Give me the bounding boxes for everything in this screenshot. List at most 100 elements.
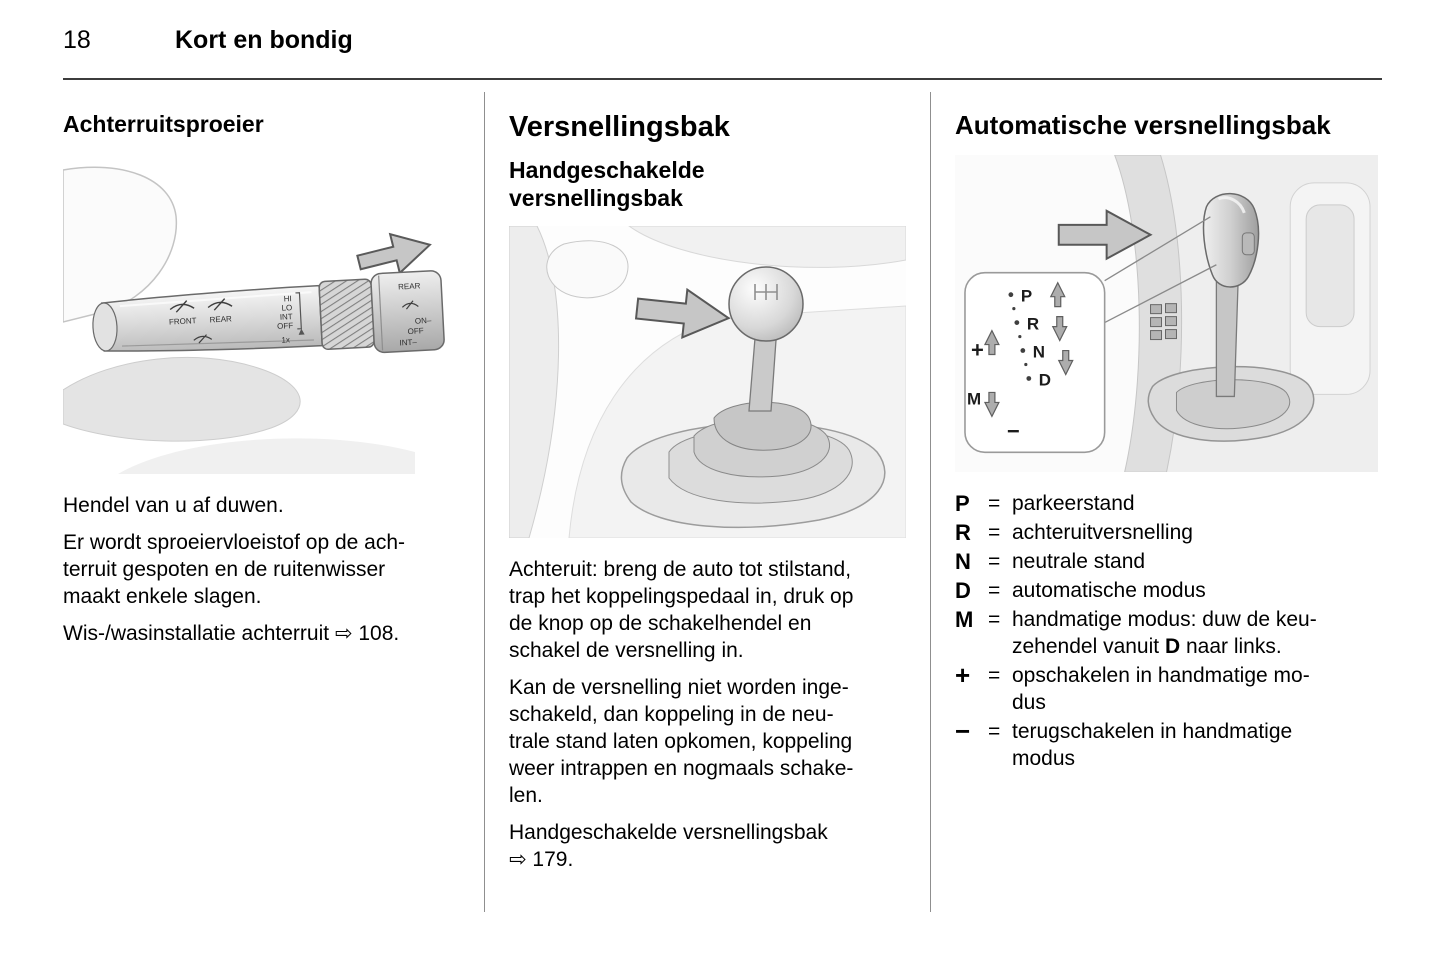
- column-manual-gearbox: Versnellingsbak Handgeschakelde versnell…: [509, 90, 906, 873]
- gate-p-label: P: [1021, 287, 1032, 306]
- equals-sign: =: [988, 608, 1001, 632]
- rear-washer-paragraph: Er wordt sproeiervloeistof op de ach- te…: [63, 531, 405, 608]
- equals-sign: =: [988, 664, 1001, 688]
- manual-gearshift-illustration: [509, 226, 906, 538]
- equals-sign: =: [988, 521, 1001, 545]
- rear-washer-reference: Wis-/wasinstallatie achterruit ⇨ 108.: [63, 622, 400, 645]
- door-pull-shape: [546, 240, 629, 299]
- legend-symbol: +: [955, 660, 971, 691]
- endcap-int-label: INT–: [399, 338, 417, 348]
- push-direction-arrow-icon: [356, 232, 432, 275]
- automatic-gearshift-figure: P R N D + M −: [955, 155, 1378, 473]
- endcap-on-label: ON–: [415, 316, 432, 326]
- header-rule: [63, 78, 1382, 80]
- column-divider: [930, 92, 931, 912]
- wiper-stalk-illustration: FRONT REAR HI LO INT OFF 1x: [63, 152, 460, 474]
- legend-symbol: P: [955, 491, 970, 517]
- speed-off-label: OFF: [277, 321, 294, 331]
- automatic-gear-legend: P = parkeerstand R = achteruitversnelling N =…: [955, 490, 1378, 772]
- legend-text-part: naar links.: [1180, 635, 1282, 659]
- legend-text: terugschakelen in handmatige modus: [1012, 720, 1293, 771]
- selector-base: [1147, 366, 1315, 442]
- gate-m-label: M: [967, 389, 981, 408]
- column-divider: [484, 92, 485, 912]
- automatic-gearbox-heading: Automatische versnellingsbak: [955, 110, 1331, 140]
- lower-trim-shape: [118, 438, 415, 474]
- gate-arrows: [983, 281, 1074, 418]
- washer-icon: [193, 334, 213, 344]
- wiper-stalk-figure: FRONT REAR HI LO INT OFF 1x: [63, 166, 445, 474]
- wiper-rear-icon: [207, 298, 233, 311]
- push-direction-arrow-icon: [634, 287, 731, 340]
- legend-item-d: D = automatische modus: [955, 577, 1378, 604]
- gate-r-label: R: [1027, 315, 1039, 334]
- gate-callout: P R N D + M −: [964, 271, 1106, 454]
- legend-text-bold: D: [1164, 635, 1181, 659]
- gear-knob: [728, 266, 804, 342]
- speed-hi-label: HI: [284, 294, 292, 303]
- speed-int-label: INT: [280, 312, 293, 322]
- legend-symbol: D: [955, 578, 971, 604]
- knob-side-button: [1241, 232, 1255, 256]
- console-top-opening: [628, 226, 906, 268]
- stalk-endcap: REAR ON– OFF INT–: [370, 270, 445, 354]
- rotary-collar: [318, 278, 375, 351]
- legend-symbol: N: [955, 549, 971, 575]
- endcap-washer-icon: [401, 300, 419, 310]
- legend-symbol: M: [955, 607, 974, 633]
- page-header: 18 Kort en bondig: [63, 24, 1382, 56]
- speed-lo-label: LO: [281, 303, 292, 313]
- legend-item-minus: −= terugschakelen in handmatige modus: [955, 718, 1378, 772]
- front-label: FRONT: [169, 316, 197, 326]
- push-direction-arrow-icon: [1057, 209, 1153, 261]
- selector-lever-stem: [1215, 274, 1240, 398]
- dashboard-shape: [63, 356, 301, 442]
- manual-gearbox-subheading: Handgeschakelde versnellingsbak: [509, 157, 705, 211]
- legend-symbol: −: [955, 716, 971, 747]
- gearbox-heading: Versnellingsbak: [509, 111, 730, 143]
- legend-item-r: R = achteruitversnelling: [955, 519, 1378, 546]
- legend-text: opschakelen in handmatige mo- dus: [1012, 664, 1310, 715]
- equals-sign: =: [988, 550, 1001, 574]
- page-number: 18: [63, 26, 91, 54]
- column-rear-washer: Achterruitsproeier: [63, 90, 460, 647]
- manual-gearbox-reference: Handgeschakelde versnellingsbak ⇨ 179.: [509, 821, 828, 871]
- legend-item-m: M = handmatige modus: duw de keu- zehendel…: [955, 606, 1378, 660]
- manual-gearshift-figure: [509, 226, 906, 538]
- wiper-front-icon: [169, 300, 195, 313]
- legend-item-p: P = parkeerstand: [955, 490, 1378, 517]
- legend-text: achteruitversnelling: [1012, 521, 1193, 545]
- legend-text: parkeerstand: [1012, 492, 1135, 516]
- equals-sign: =: [988, 720, 1001, 744]
- gate-dots: [1008, 292, 1032, 381]
- speed-bracket-arrow: [298, 328, 305, 335]
- side-panel-inner: [1305, 204, 1355, 328]
- once-label: 1x: [281, 335, 290, 344]
- speed-bracket: [295, 292, 302, 330]
- chapter-title: Kort en bondig: [175, 26, 353, 54]
- legend-symbol: R: [955, 520, 971, 546]
- rear-washer-heading: Achterruitsproeier: [63, 111, 264, 137]
- gate-d-label: D: [1039, 370, 1051, 389]
- equals-sign: =: [988, 579, 1001, 603]
- legend-text: neutrale stand: [1012, 550, 1146, 574]
- endcap-off-label: OFF: [407, 326, 424, 336]
- legend-text: automatische modus: [1012, 579, 1206, 603]
- content-columns: Achterruitsproeier: [63, 90, 1382, 912]
- endcap-rear-label: REAR: [398, 281, 421, 291]
- manual-gearbox-paragraph: Kan de versnelling niet worden inge- sch…: [509, 676, 854, 807]
- shift-pattern-icon: [754, 284, 778, 300]
- gate-n-label: N: [1033, 343, 1045, 362]
- knob-highlight: [1217, 196, 1246, 214]
- legend-item-plus: + = opschakelen in handmatige mo- dus: [955, 662, 1378, 716]
- callout-line: [1104, 264, 1217, 324]
- rear-label: REAR: [209, 314, 232, 324]
- selector-knob: [1202, 193, 1260, 288]
- callout-line: [1104, 216, 1211, 282]
- rear-washer-paragraph: Hendel van u af duwen.: [63, 494, 284, 517]
- automatic-gearshift-illustration: P R N D + M −: [955, 155, 1378, 473]
- gate-minus-label: −: [1007, 418, 1020, 443]
- equals-sign: =: [988, 492, 1001, 516]
- wiper-stalk: FRONT REAR HI LO INT OFF 1x: [92, 270, 445, 354]
- legend-text-part: handmatige modus: duw de keu- zehendel v…: [1012, 608, 1317, 659]
